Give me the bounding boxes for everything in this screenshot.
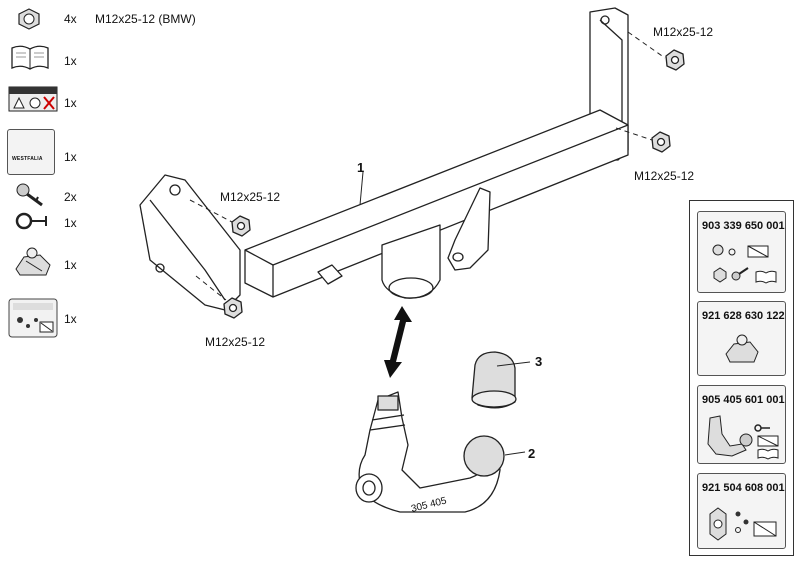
kit-part-number: 921 628 630 122 (702, 310, 785, 322)
kit-panel: 903 339 650 001 921 628 630 122 905 405 … (689, 200, 794, 556)
kit-part-number: 905 405 601 001 (702, 394, 785, 406)
nut-icon (223, 297, 243, 319)
kit-part-number: 921 504 608 001 (702, 482, 785, 494)
qty-label: 2x (64, 190, 77, 204)
part-number-1: 1 (357, 160, 364, 175)
nut-icon (231, 215, 251, 237)
qty-label: 1x (64, 312, 77, 326)
qty-label: 1x (64, 96, 77, 110)
part-number-2: 2 (528, 446, 535, 461)
ring-clip-icon (15, 212, 47, 230)
bolt-callout: M12x25-12 (634, 169, 694, 183)
brand-label: WESTFALIA (12, 156, 43, 162)
qty-label: 1x (64, 258, 77, 272)
ball-cover-bag-icon (15, 247, 51, 276)
tow-ball-neck (355, 391, 526, 513)
bolt-callout: M12x25-12 (653, 25, 713, 39)
key-icon (16, 183, 43, 207)
nut-icon (665, 49, 685, 71)
kit-contents-icon (707, 415, 779, 460)
kit-part-number: 903 339 650 001 (702, 220, 785, 232)
qty-label: 1x (64, 150, 77, 164)
qty-label: 1x (64, 54, 77, 68)
instruction-card-icon (8, 298, 58, 338)
socket-plate (447, 187, 491, 271)
insert-direction-arrow (384, 306, 412, 378)
warning-label-icon (8, 86, 58, 112)
nut-icon (651, 131, 671, 153)
kit-card: 903 339 650 001 (697, 211, 786, 293)
bolt-callout: M12x25-12 (205, 335, 265, 349)
kit-contents-icon (709, 507, 777, 541)
kit-card: 921 504 608 001 (697, 473, 786, 549)
bolt-callout: M12x25-12 (220, 190, 280, 204)
kit-card: 905 405 601 001 (697, 385, 786, 464)
manual-book-icon (11, 45, 49, 70)
part-number-3: 3 (535, 354, 542, 369)
ball-cover-bag-icon (725, 334, 759, 363)
nut-icon (18, 8, 40, 30)
spec-label: M12x25-12 (BMW) (95, 12, 196, 26)
qty-label: 1x (64, 216, 77, 230)
cover-plate-icon: WESTFALIA (7, 129, 55, 175)
left-bracket (139, 174, 241, 311)
qty-label: 4x (64, 12, 77, 26)
ball-cover-cap (471, 351, 531, 409)
cross-beam (244, 109, 629, 298)
kit-card: 921 628 630 122 (697, 301, 786, 376)
kit-contents-icon (712, 244, 777, 284)
